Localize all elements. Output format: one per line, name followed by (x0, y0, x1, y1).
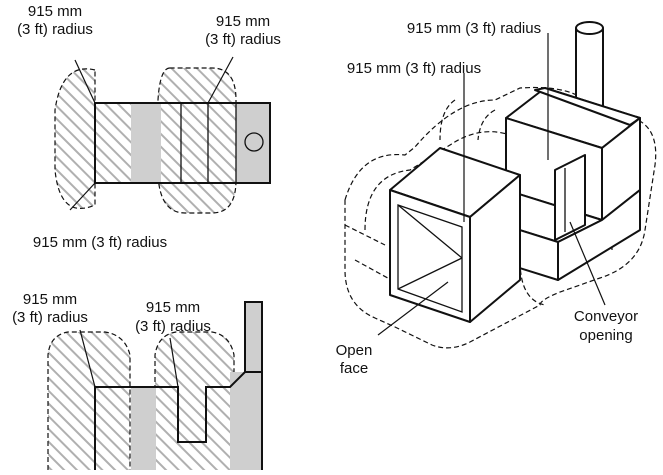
side-right-hatched-zone (154, 331, 235, 470)
iso-front-box-side (469, 174, 521, 323)
iso-label-second: 915 mm (3 ft) radius (347, 60, 481, 77)
iso-label-open-2: face (340, 360, 368, 377)
iso-leader-conveyor (569, 221, 606, 306)
side-left-hatched-zone (47, 331, 131, 470)
side-label-right-1: 915 mm (146, 299, 200, 316)
iso-chimney-body (575, 27, 604, 111)
top-body-hatch-left (95, 103, 131, 183)
iso-zone-outer (344, 86, 657, 349)
top-body-gray-left (131, 103, 161, 183)
top-label-right-1: 915 mm (216, 13, 270, 30)
side-leader-right (169, 337, 179, 388)
side-label-left-1: 915 mm (23, 291, 77, 308)
iso-label-open-1: Open (336, 342, 373, 359)
side-label-left-2: (3 ft) radius (12, 309, 88, 326)
side-leader-left (79, 329, 96, 388)
top-opening-circle (244, 132, 264, 152)
iso-chimney-top (575, 21, 604, 35)
top-leader-right (207, 56, 234, 104)
top-body-outline (94, 102, 271, 184)
iso-label-top: 915 mm (3 ft) radius (407, 20, 541, 37)
side-body-gray-left (131, 387, 156, 470)
top-leader-bottom (69, 182, 96, 211)
iso-zone-inner-2 (344, 224, 396, 283)
top-label-left-1: 915 mm (28, 3, 82, 20)
side-label-right-2: (3 ft) radius (135, 318, 211, 335)
side-body-outline (94, 371, 263, 470)
iso-zone-inner-1 (364, 131, 511, 231)
iso-leader-open-face (377, 281, 449, 336)
iso-open-face-inner (397, 204, 463, 290)
iso-plateau (534, 87, 641, 126)
top-leader-left (74, 59, 96, 104)
side-view: 915 mm (3 ft) radius 915 mm (3 ft) radiu… (12, 291, 263, 470)
side-body-gray-right (230, 372, 262, 470)
left-hatched-zone (54, 68, 96, 210)
iso-view: 915 mm (3 ft) radius 915 mm (3 ft) radiu… (336, 20, 657, 377)
top-label-bottom: 915 mm (3 ft) radius (33, 234, 167, 251)
iso-open-face (397, 204, 463, 313)
iso-label-conveyor-2: opening (579, 327, 632, 344)
top-label-left-2: (3 ft) radius (17, 21, 93, 38)
iso-label-conveyor-1: Conveyor (574, 308, 638, 325)
top-body-hatch-right (161, 103, 236, 183)
top-view: 915 mm (3 ft) radius 915 mm (3 ft) radiu… (17, 3, 281, 251)
iso-conveyor-opening (554, 154, 586, 241)
iso-zone-inner-5 (439, 99, 496, 141)
top-body-gray-right (236, 103, 270, 183)
iso-base-side (557, 189, 641, 281)
top-label-right-2: (3 ft) radius (205, 31, 281, 48)
side-chimney (244, 301, 263, 375)
